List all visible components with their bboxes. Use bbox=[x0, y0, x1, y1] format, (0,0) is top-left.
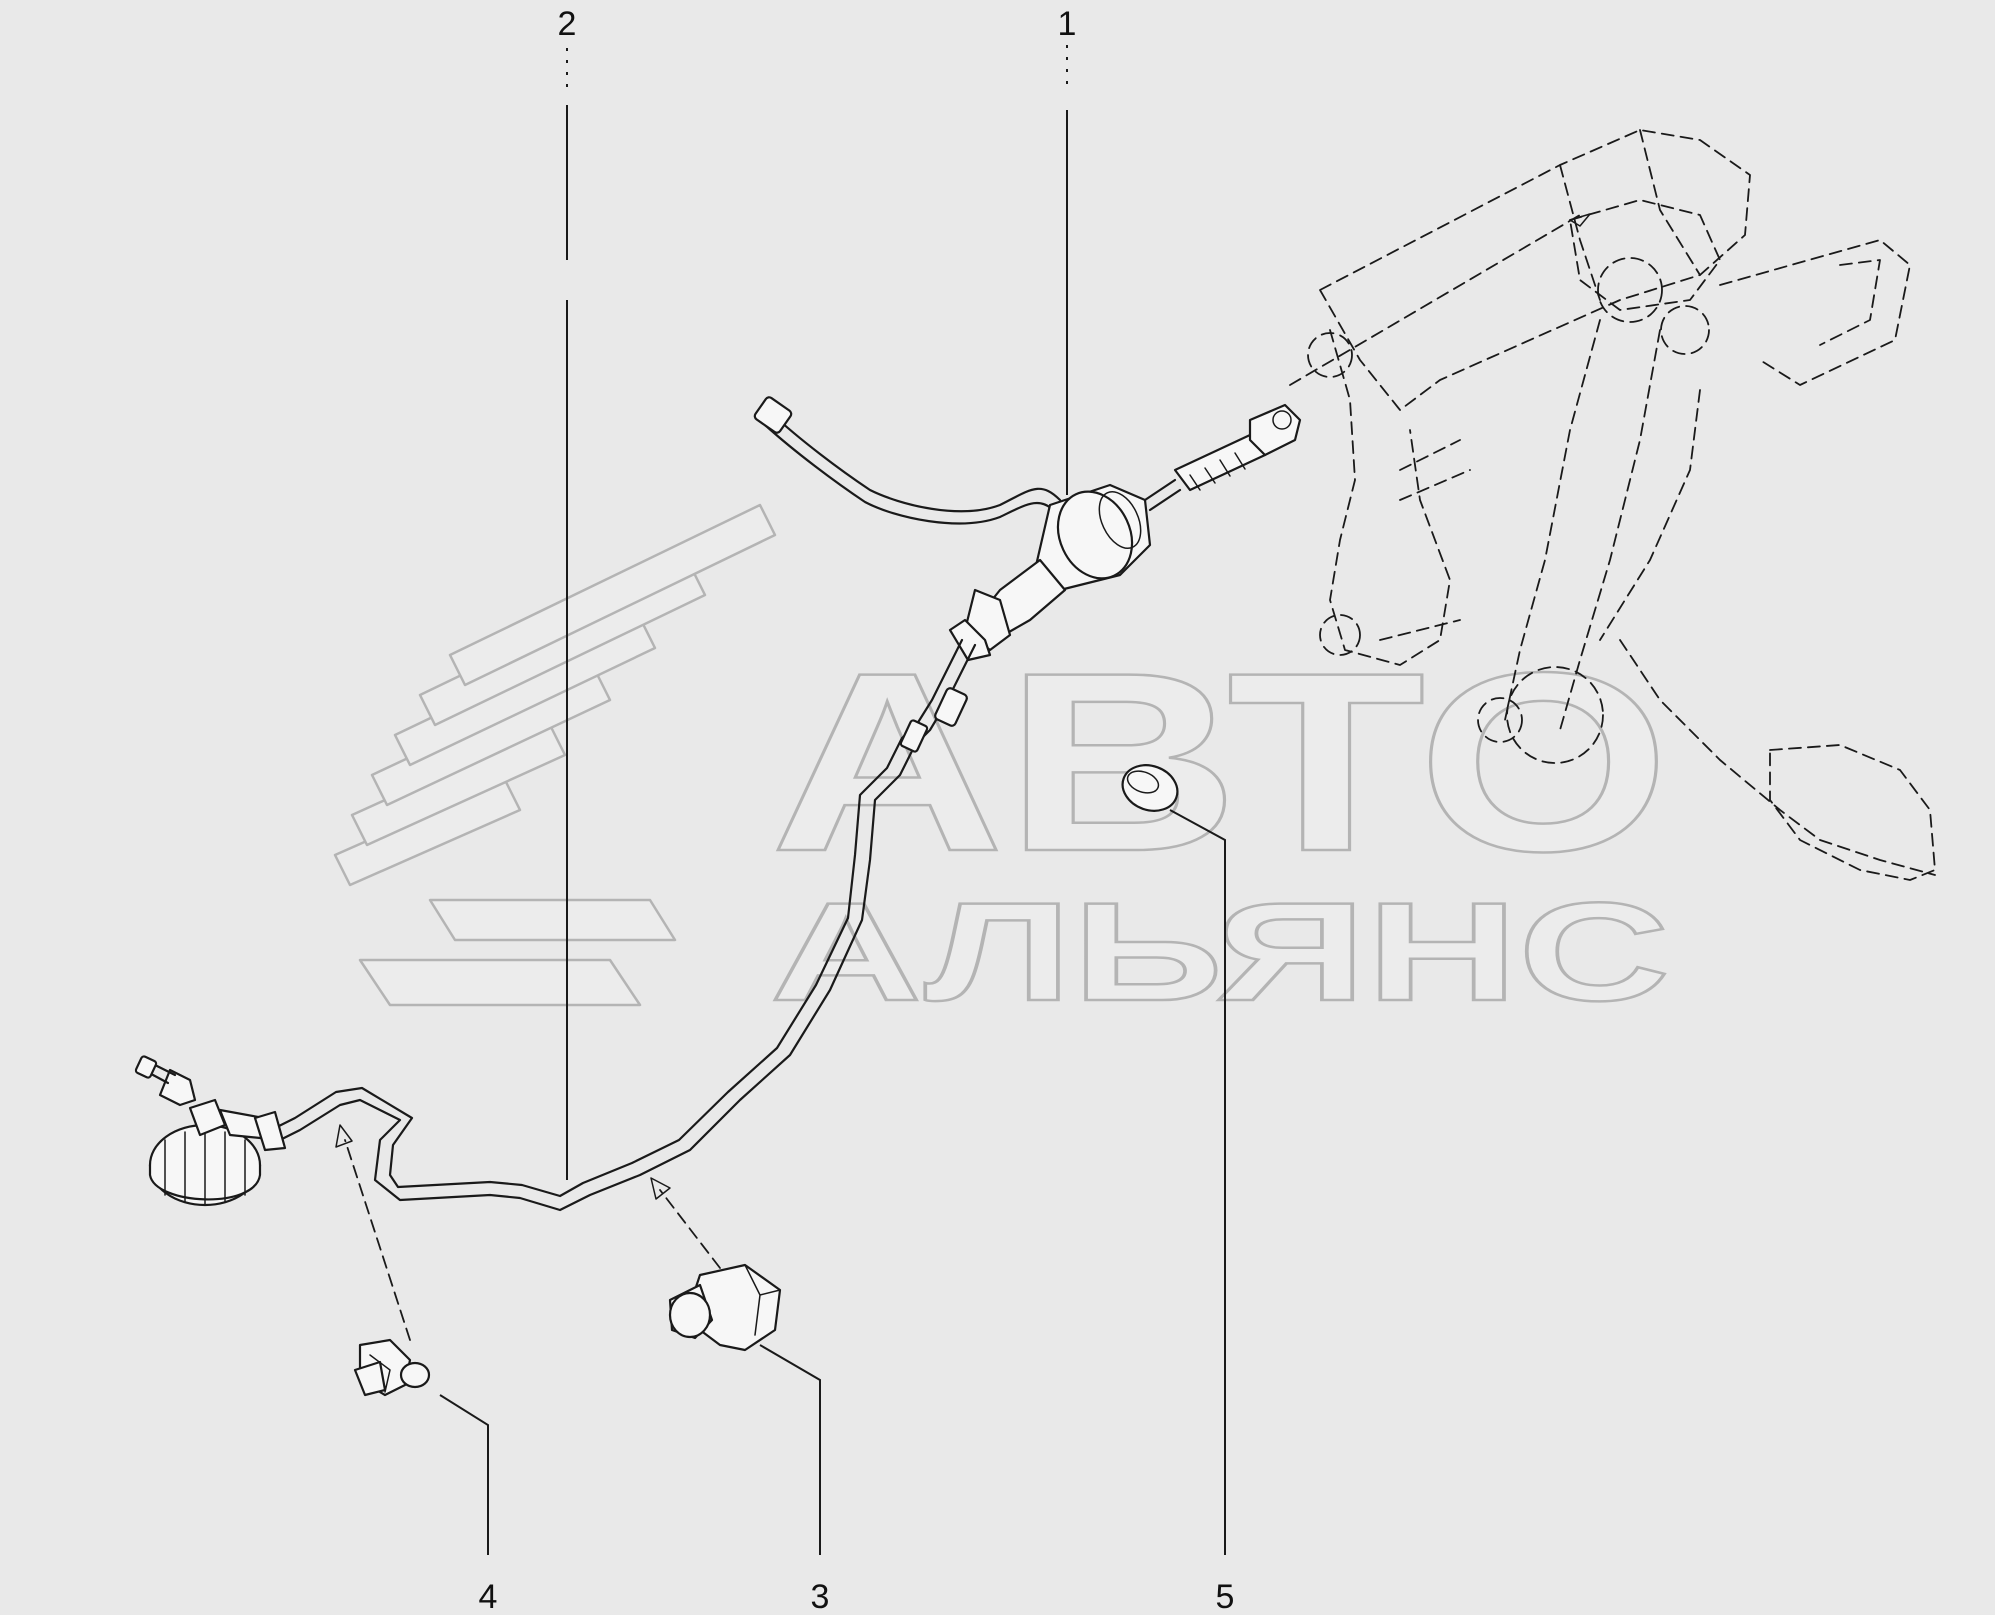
watermark-logo: АВТО АЛЬЯНС bbox=[333, 503, 1671, 1031]
callout-2: 2 bbox=[558, 5, 577, 43]
pipe-clip bbox=[668, 1263, 782, 1352]
fastener-clip bbox=[353, 1338, 431, 1397]
watermark-line2: АЛЬЯНС bbox=[770, 873, 1670, 1030]
pedal-assembly bbox=[1289, 129, 1936, 881]
callout-4: 4 bbox=[479, 1578, 498, 1615]
watermark-line1: АВТО bbox=[770, 620, 1670, 905]
leader-lines bbox=[439, 45, 1226, 1555]
assembly-arrows bbox=[335, 1124, 721, 1341]
callouts: 1 2 3 4 5 bbox=[479, 5, 1235, 1615]
callout-3: 3 bbox=[811, 1578, 830, 1615]
clutch-pipe-and-slave-cylinder bbox=[134, 638, 977, 1212]
slave-cylinder bbox=[134, 1055, 287, 1207]
grommet-plug bbox=[1121, 764, 1179, 812]
watermark-emblem bbox=[333, 503, 777, 1007]
callout-1: 1 bbox=[1058, 5, 1077, 43]
clutch-master-cylinder bbox=[753, 396, 1302, 662]
callout-5: 5 bbox=[1216, 1578, 1235, 1615]
